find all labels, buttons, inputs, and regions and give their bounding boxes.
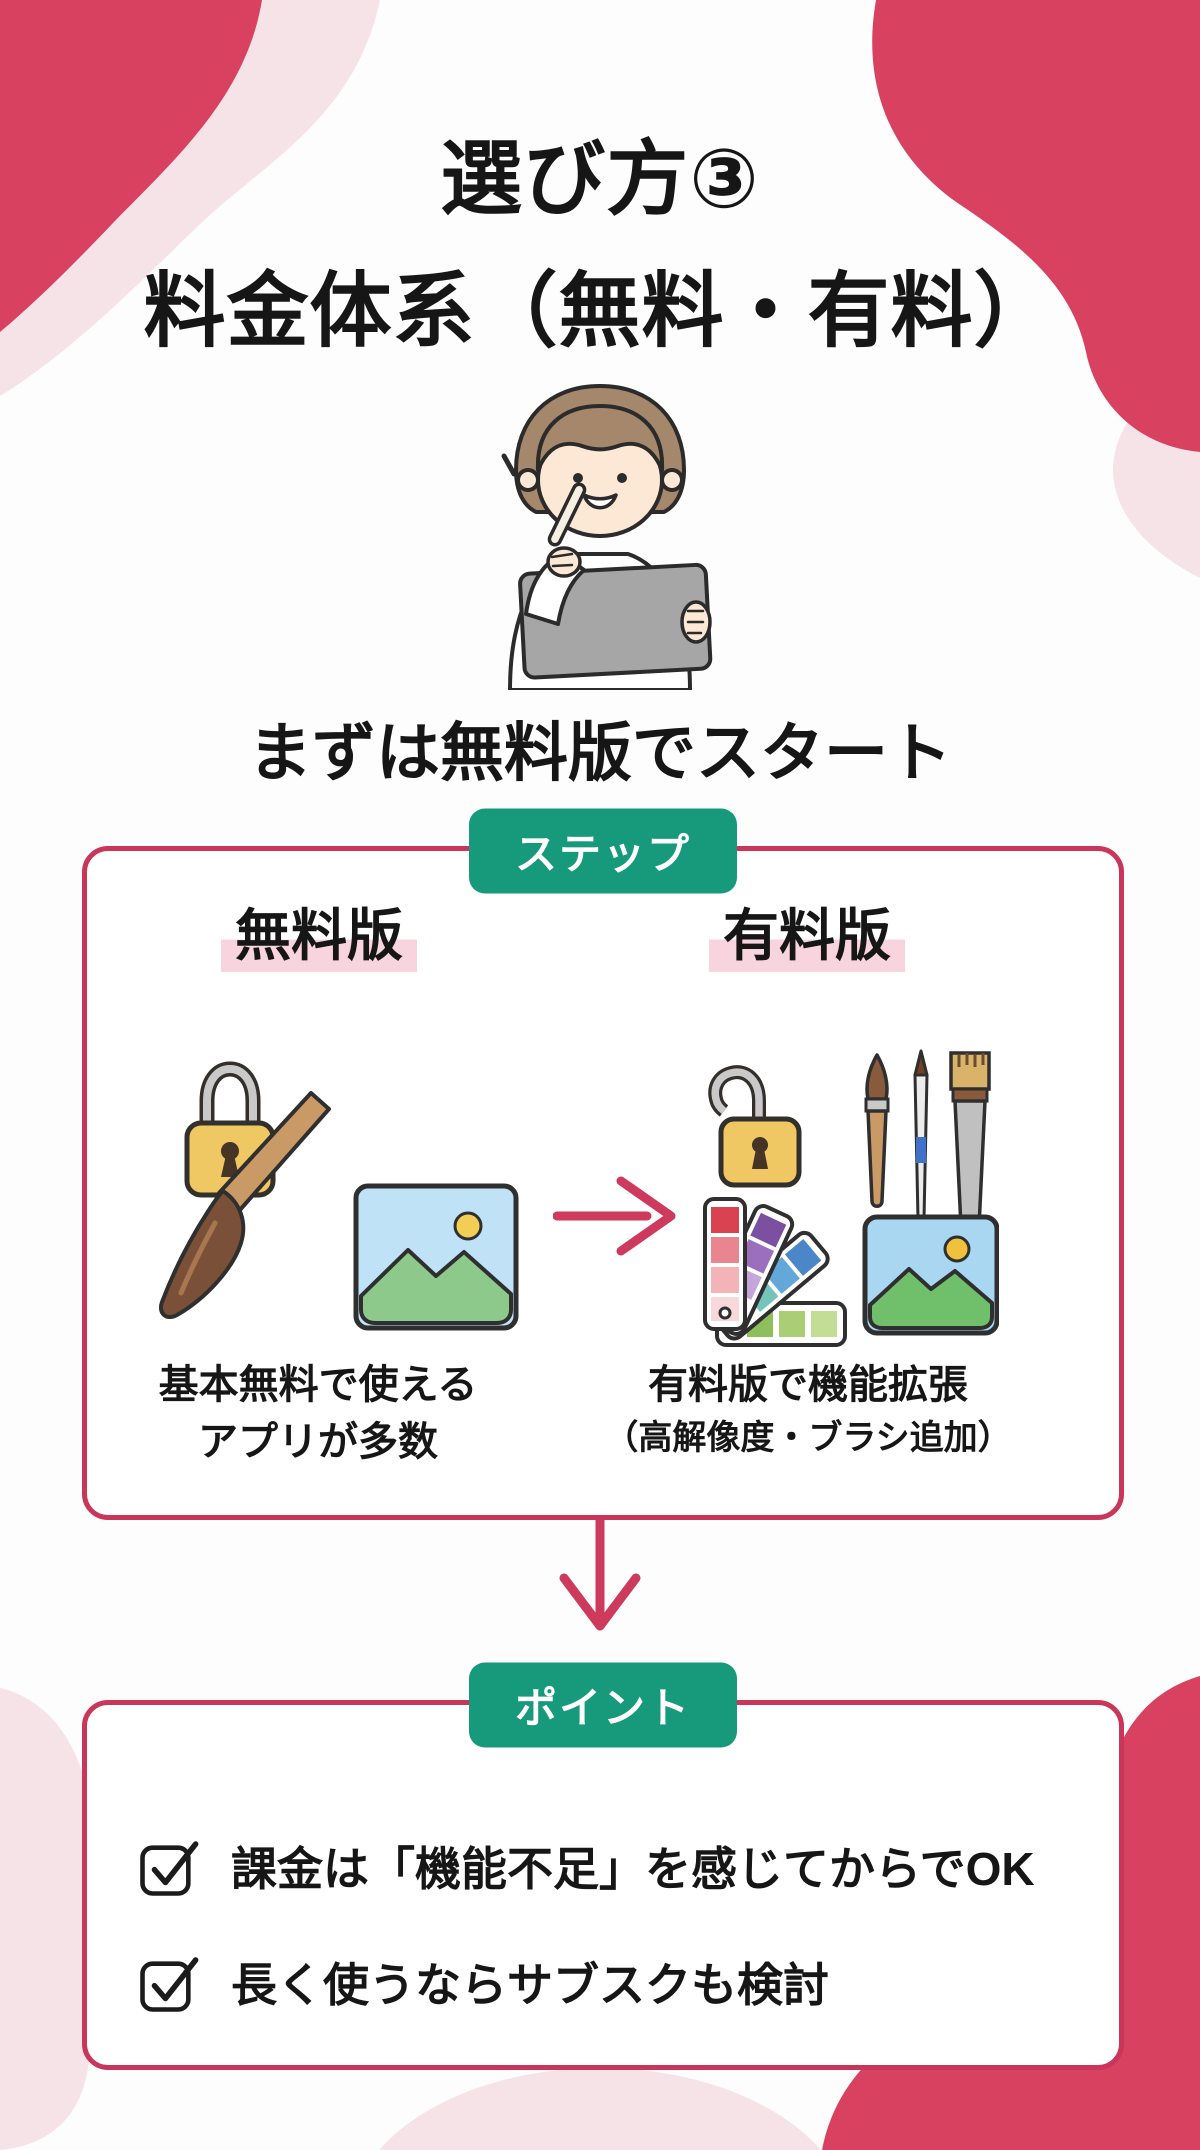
person-tablet-illustration [435, 360, 765, 692]
image-icon [353, 1183, 519, 1331]
down-arrow-icon [559, 1516, 641, 1631]
checkbox-checked-icon [140, 1957, 199, 2012]
stylus [547, 482, 587, 547]
free-caption-line1: 基本無料で使える [158, 1363, 478, 1407]
person-eye-right [617, 473, 627, 483]
step-box: ステップ 無料版 有料版 [82, 808, 1124, 1520]
person-hair-front [535, 404, 665, 472]
point-item-2-text: 長く使うならサブスクも検討 [231, 1959, 829, 2011]
person-hand-left [546, 546, 582, 578]
step-badge: ステップ [468, 808, 738, 894]
open-lock-icon [708, 1065, 802, 1188]
point-item-1-text: 課金は「機能不足」を感じてからでOK [231, 1843, 1035, 1895]
person-drawing-icon [501, 384, 713, 692]
page-title-line1: 選び方③ [440, 134, 760, 225]
color-swatch-fan-icon [703, 1197, 847, 1347]
paid-version-icons [703, 1049, 999, 1347]
blob-bottom-left-pink [0, 1688, 94, 2150]
free-version-icons [159, 1061, 519, 1331]
point-item-2: 長く使うならサブスクも検討 [137, 1949, 829, 2015]
free-caption-line2: アプリが多数 [198, 1419, 438, 1464]
person-ear-left [516, 468, 540, 492]
checkbox-checked-icon [140, 1841, 199, 1896]
blob-bottom-center-pink [379, 2068, 821, 2150]
paid-caption-line1: 有料版で機能拡張 [648, 1363, 968, 1407]
paid-version-caption: 有料版で機能拡張 （高解像度・ブラシ追加） [573, 1357, 1043, 1462]
blob-top-left-red [0, 0, 262, 332]
right-arrow-icon [553, 1176, 676, 1256]
free-version-caption: 基本無料で使える アプリが多数 [83, 1357, 553, 1471]
point-box: ポイント 課金は「機能不足」を感じてからでOK 長く使うならサブスクも検討 [82, 1662, 1124, 2070]
brush-set-icon [864, 1049, 991, 1235]
paintbrush-icon [159, 1091, 331, 1320]
paid-caption-line2: （高解像度・ブラシ追加） [604, 1418, 1012, 1457]
free-version-heading: 無料版 [89, 891, 549, 972]
blob-top-right-red [872, 0, 1200, 452]
image-icon [862, 1214, 999, 1336]
person-mouth [582, 493, 618, 510]
paid-version-heading: 有料版 [577, 891, 1037, 972]
subtitle: まずは無料版でスタート [248, 717, 952, 789]
page-title-line2: 料金体系（無料・有料） [143, 266, 1057, 357]
point-item-1: 課金は「機能不足」を感じてからでOK [137, 1833, 1035, 1899]
point-badge: ポイント [468, 1662, 738, 1748]
person-eye-left [573, 473, 583, 483]
person-ear-right [660, 468, 684, 492]
